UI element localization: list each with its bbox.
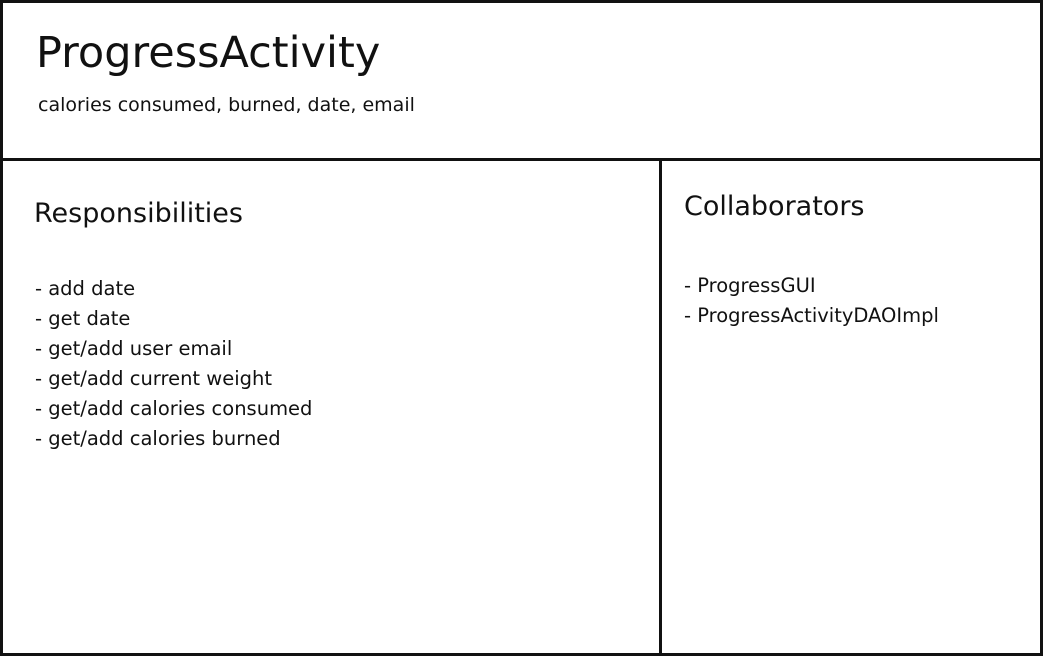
class-header: ProgressActivity calories consumed, burn… (3, 3, 1040, 161)
collaborators-title: Collaborators (684, 191, 865, 222)
responsibilities-list: - add date - get date - get/add user ema… (35, 274, 312, 454)
collaborators-list: - ProgressGUI - ProgressActivityDAOImpl (684, 271, 939, 331)
responsibility-item: - get date (35, 307, 131, 330)
responsibility-item: - add date (35, 277, 136, 300)
responsibility-item: - get/add calories consumed (35, 397, 313, 420)
collaborators-panel: Collaborators - ProgressGUI - ProgressAc… (662, 161, 1040, 653)
collaborator-item: - ProgressActivityDAOImpl (684, 304, 939, 327)
class-name: ProgressActivity (36, 28, 381, 78)
responsibilities-panel: Responsibilities - add date - get date -… (3, 161, 662, 653)
collaborator-item: - ProgressGUI (684, 274, 816, 297)
responsibility-item: - get/add user email (35, 337, 233, 360)
responsibility-item: - get/add current weight (35, 367, 273, 390)
responsibility-item: - get/add calories burned (35, 427, 281, 450)
class-attributes: calories consumed, burned, date, email (38, 94, 415, 116)
responsibilities-title: Responsibilities (34, 198, 243, 229)
